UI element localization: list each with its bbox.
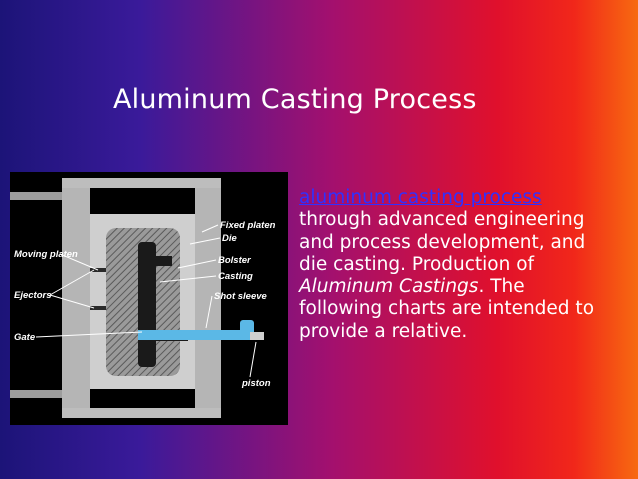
slide-title: Aluminum Casting Process xyxy=(113,84,477,115)
body-text-part-2: . The following charts are intended to p… xyxy=(299,276,595,342)
aluminum-casting-process-link[interactable]: aluminum casting process xyxy=(299,187,542,208)
label-ejectors: Ejectors xyxy=(14,290,52,301)
label-bolster: Bolster xyxy=(218,255,252,266)
piston-shape xyxy=(250,332,264,340)
label-die: Die xyxy=(222,233,238,244)
label-gate: Gate xyxy=(14,332,36,343)
label-fixed-platen: Fixed platen xyxy=(220,220,276,231)
die-casting-illustration: Fixed platen Die Bolster Casting Shot sl… xyxy=(10,178,276,418)
body-text: aluminum casting process through advance… xyxy=(299,187,599,343)
label-piston: piston xyxy=(241,378,271,389)
label-shot-sleeve: Shot sleeve xyxy=(214,291,268,302)
body-text-part-1: through advanced engineering and process… xyxy=(299,209,586,275)
body-text-italic: Aluminum Castings xyxy=(299,276,479,298)
fixed-platen-shape xyxy=(195,178,221,418)
label-casting: Casting xyxy=(218,271,253,282)
die-casting-diagram: Fixed platen Die Bolster Casting Shot sl… xyxy=(10,172,288,425)
moving-platen-shape xyxy=(62,178,90,418)
label-moving-platen: Moving platen xyxy=(14,249,78,260)
shot-sleeve-shape xyxy=(138,330,250,340)
